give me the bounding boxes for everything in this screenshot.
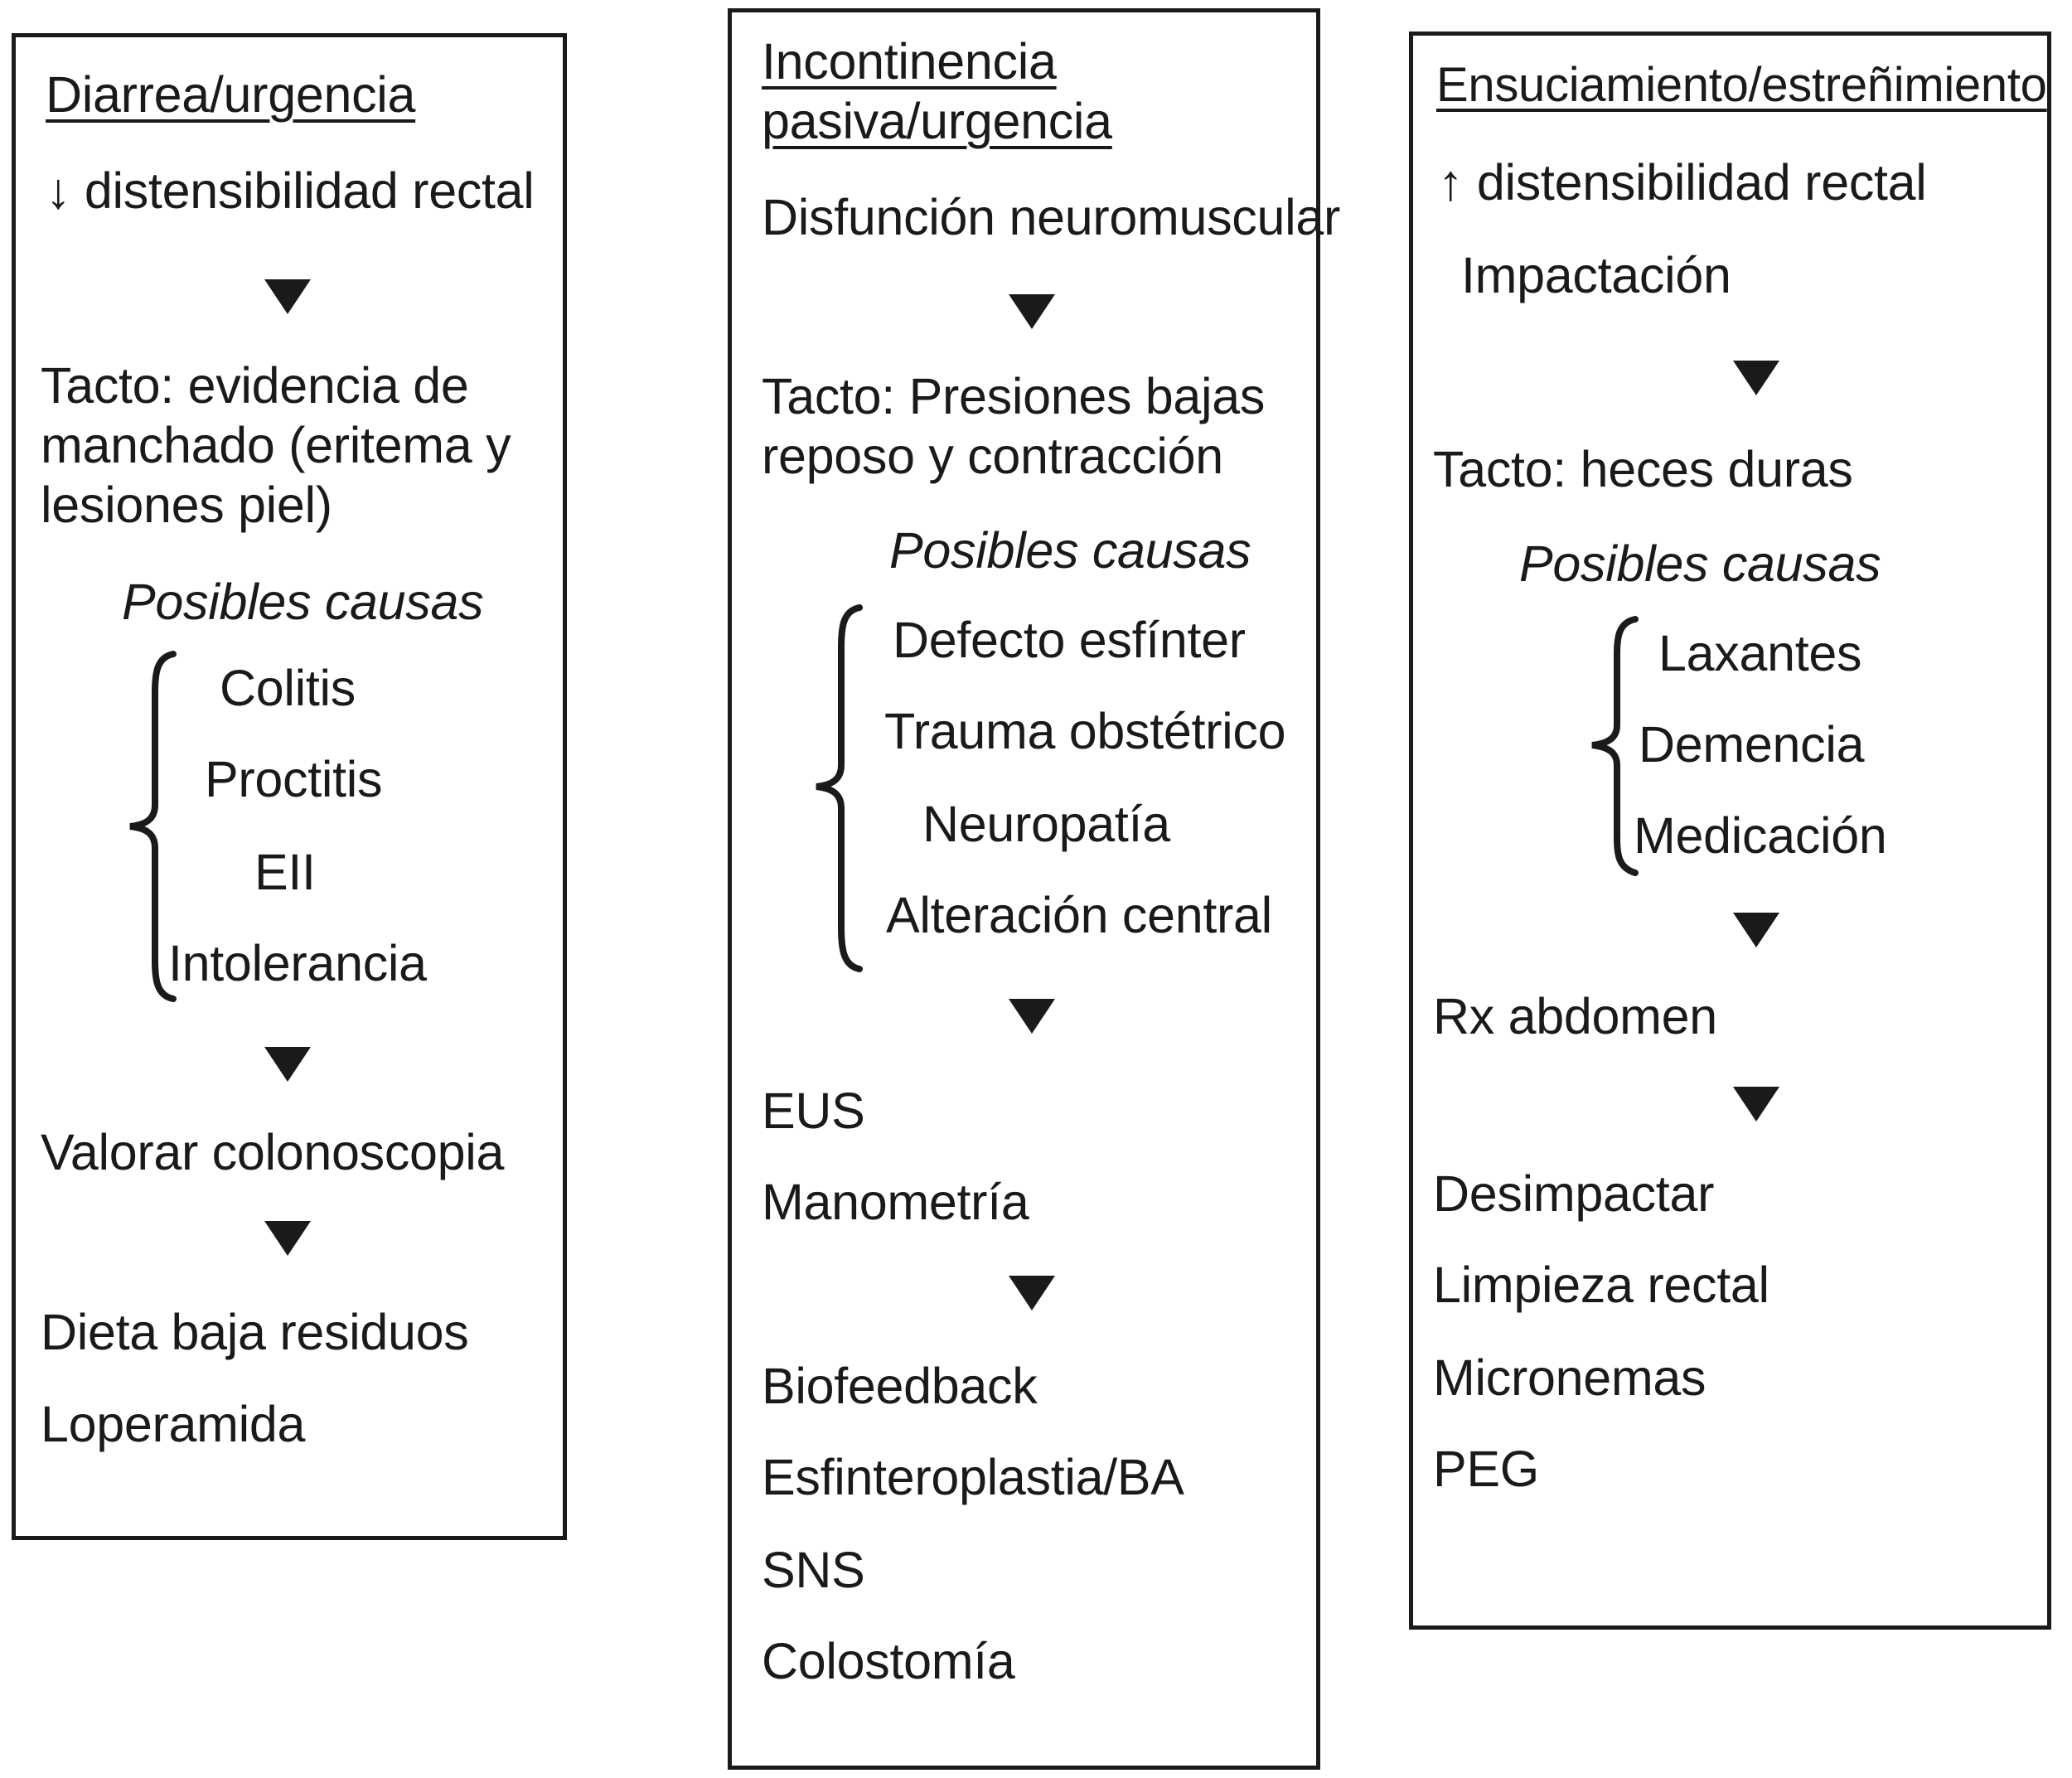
panel-incontinencia-cause-3: Neuropatía	[922, 796, 1170, 852]
panel-incontinencia-treatment-2: Esfinteroplastia/BA	[762, 1449, 1184, 1505]
panel-ensuciamiento-finding: ↑ distensibilidad rectal	[1438, 154, 1927, 211]
panel-incontinencia-treatment-4: Colostomía	[762, 1633, 1015, 1689]
panel-ensuciamiento-finding-2: Impactación	[1461, 247, 1731, 303]
panel-incontinencia-treatment-3: SNS	[762, 1542, 865, 1598]
down-arrow-icon	[264, 1221, 311, 1256]
panel-diarrea-title: Diarrea/urgencia	[46, 66, 416, 123]
panel-diarrea-cause-1: Colitis	[220, 660, 356, 716]
curly-brace-icon	[1585, 614, 1640, 878]
panel-ensuciamiento-cause-1: Laxantes	[1658, 625, 1862, 681]
panel-ensuciamiento-treatment-1: Desimpactar	[1433, 1165, 1715, 1222]
panel-diarrea-treatment-1: Dieta baja residuos	[41, 1304, 469, 1360]
panel-diarrea-exam-line-2: manchado (eritema y	[41, 417, 511, 473]
panel-incontinencia-cause-2: Trauma obstétrico	[884, 703, 1286, 759]
curly-brace-icon	[123, 649, 178, 1004]
down-arrow-icon	[1733, 1087, 1779, 1122]
down-arrow-icon	[1009, 1276, 1055, 1310]
panel-incontinencia-title-line-2: pasiva/urgencia	[762, 93, 1112, 149]
panel-ensuciamiento-test-1: Rx abdomen	[1433, 988, 1717, 1044]
panel-ensuciamiento-title: Ensuciamiento/estreñimiento	[1436, 58, 2047, 112]
panel-incontinencia-exam-line-2: reposo y contracción	[762, 428, 1223, 484]
panel-ensuciamiento-treatment-2: Limpieza rectal	[1433, 1257, 1769, 1313]
panel-ensuciamiento: Ensuciamiento/estreñimiento ↑ distensibi…	[1409, 31, 2051, 1630]
panel-diarrea-cause-3: EII	[254, 844, 316, 900]
panel-ensuciamiento-causes-label: Posibles causas	[1519, 535, 1881, 592]
panel-diarrea-treatment-2: Loperamida	[41, 1396, 306, 1452]
down-arrow-icon	[1009, 999, 1055, 1034]
panel-diarrea-exam-line-1: Tacto: evidencia de	[41, 357, 469, 414]
panel-diarrea-cause-2: Proctitis	[205, 751, 383, 807]
panel-incontinencia-exam-line-1: Tacto: Presiones bajas	[762, 368, 1266, 424]
panel-diarrea-causes-label: Posibles causas	[122, 574, 484, 630]
panel-incontinencia-title-line-1: Incontinencia	[762, 33, 1057, 90]
panel-ensuciamiento-cause-3: Medicación	[1634, 807, 1887, 864]
panel-incontinencia-treatment-1: Biofeedback	[762, 1358, 1038, 1414]
panel-incontinencia-cause-1: Defecto esfínter	[893, 612, 1246, 668]
panel-incontinencia-cause-4: Alteración central	[886, 887, 1272, 943]
panel-diarrea-cause-4: Intolerancia	[168, 935, 427, 991]
down-arrow-icon	[264, 1047, 311, 1082]
panel-diarrea-exam-line-3: lesiones piel)	[41, 477, 332, 533]
panel-incontinencia-test-2: Manometría	[762, 1174, 1029, 1230]
panel-diarrea-step-1: Valorar colonoscopia	[41, 1124, 505, 1180]
panel-ensuciamiento-treatment-3: Micronemas	[1433, 1349, 1706, 1406]
down-arrow-icon	[1009, 294, 1055, 329]
panel-diarrea-finding: ↓ distensibilidad rectal	[46, 162, 535, 219]
panel-ensuciamiento-treatment-4: PEG	[1433, 1441, 1539, 1497]
panel-incontinencia-test-1: EUS	[762, 1083, 865, 1139]
curly-brace-icon	[810, 603, 864, 974]
down-arrow-icon	[1733, 361, 1779, 395]
down-arrow-icon	[1733, 913, 1779, 947]
down-arrow-icon	[264, 279, 311, 314]
panel-incontinencia-finding: Disfunción neuromuscular	[762, 189, 1341, 245]
panel-incontinencia: Incontinencia pasiva/urgencia Disfunción…	[728, 8, 1340, 1770]
panel-ensuciamiento-cause-2: Demencia	[1639, 716, 1865, 773]
panel-incontinencia-causes-label: Posibles causas	[889, 522, 1251, 579]
panel-diarrea-urgencia: Diarrea/urgencia ↓ distensibilidad recta…	[12, 33, 567, 1540]
panel-ensuciamiento-exam-line-1: Tacto: heces duras	[1433, 441, 1853, 497]
